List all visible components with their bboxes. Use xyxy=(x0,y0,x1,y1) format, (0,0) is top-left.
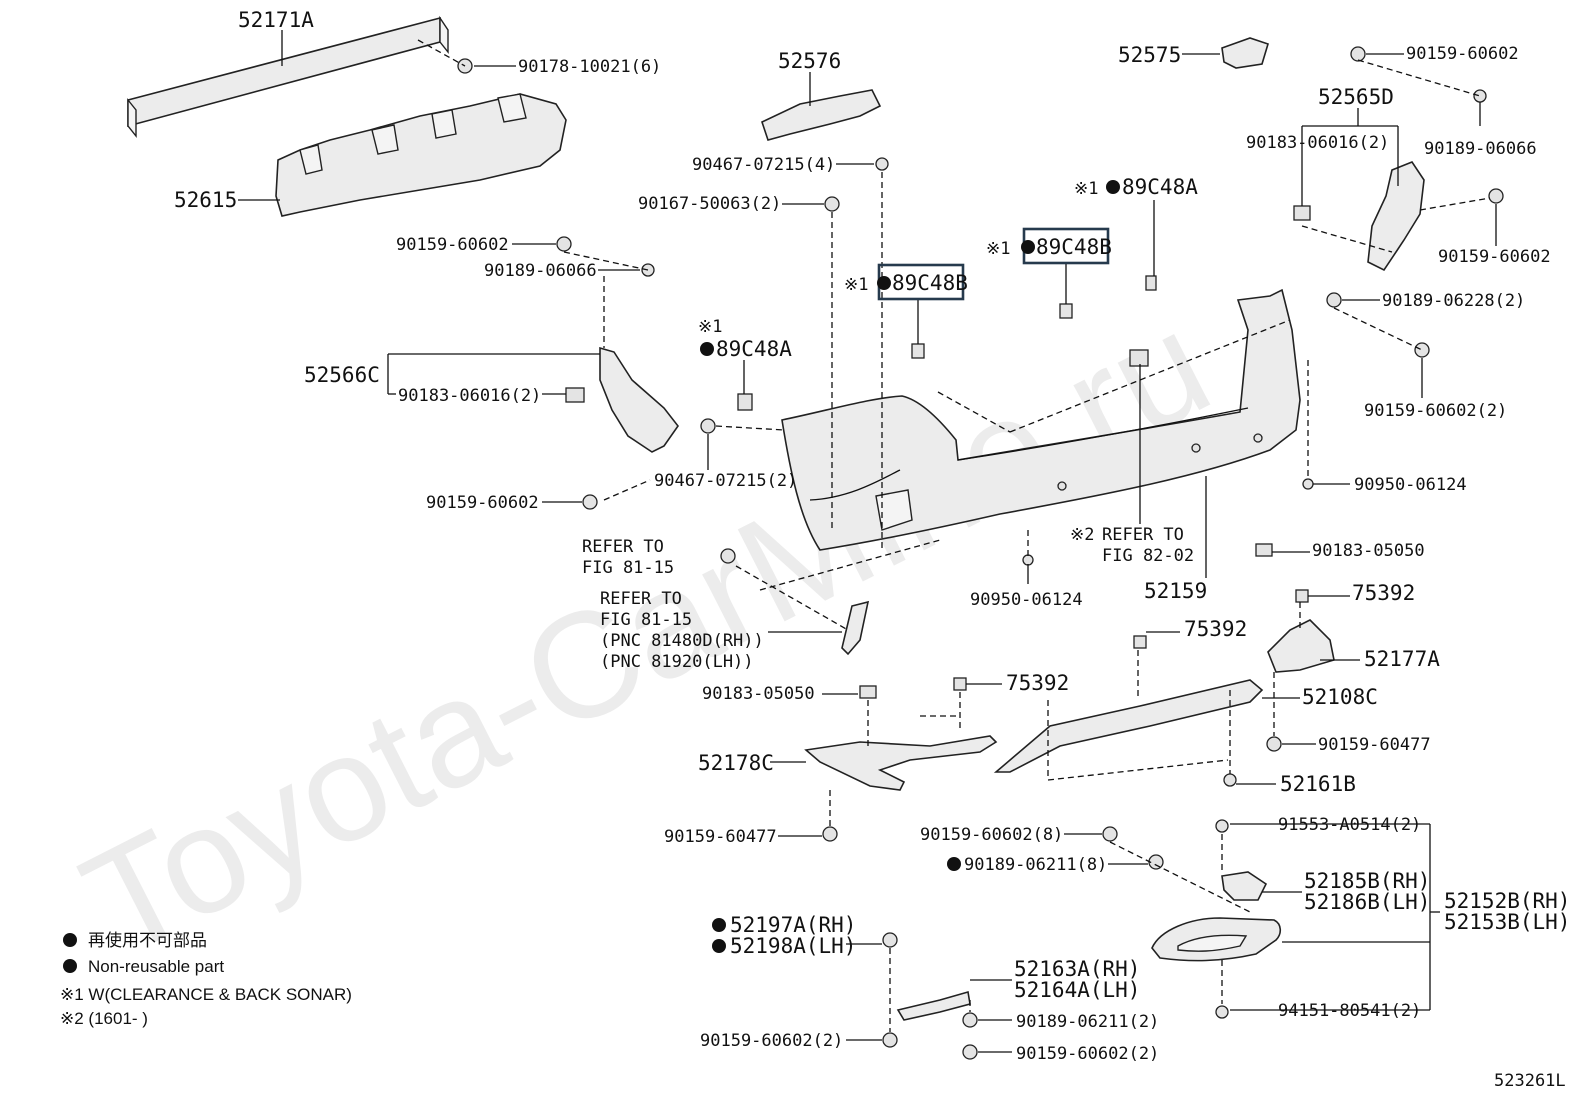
label-90159-60602-8: 90159-60602(8) xyxy=(920,825,1063,845)
lower-spoiler-part xyxy=(993,679,1264,773)
label-75392-left: 75392 xyxy=(1006,671,1069,695)
label-90189-06211-8: 90189-06211(8) xyxy=(964,855,1107,875)
label-90183-05050-right: 90183-05050 xyxy=(1312,541,1425,561)
label-52108c: 52108C xyxy=(1302,685,1378,709)
label-90189-06066-right: 90189-06066 xyxy=(1424,139,1537,159)
refer-fig-81-15-a-line2: FIG 81-15 xyxy=(582,558,674,578)
label-90159-60602-2-right: 90159-60602(2) xyxy=(1364,401,1507,421)
refer-fig-81-15-b-line1: REFER TO xyxy=(600,589,682,609)
label-75392-right: 75392 xyxy=(1352,581,1415,605)
left-lower-extension-part xyxy=(804,735,998,791)
label-52171a: 52171A xyxy=(238,8,314,32)
label-90183-06016-left: 90183-06016(2) xyxy=(398,386,541,406)
label-90467-07215-2: 90467-07215(2) xyxy=(654,471,797,491)
refer-fig-82-02-line1: REFER TO xyxy=(1102,525,1184,545)
label-90467-07215-4: 90467-07215(4) xyxy=(692,155,835,175)
legend-non-reusable-en: Non-reusable part xyxy=(88,957,224,976)
refer-fig-81-15-b-line2: FIG 81-15 xyxy=(600,610,692,630)
label-90950-06124-center: 90950-06124 xyxy=(970,590,1083,610)
legend: 再使用不可部品 Non-reusable part ※1 W(CLEARANCE… xyxy=(60,930,352,1028)
label-52152b: 52152B(RH) xyxy=(1444,889,1570,913)
mark-89c48b-left: ※1 xyxy=(844,275,868,295)
left-side-bracket-part xyxy=(599,346,679,453)
label-89c48b-right: 89C48B xyxy=(1036,235,1112,259)
refer-fig-82-02-mark: ※2 xyxy=(1070,525,1094,545)
refer-fig-81-15-a-line1: REFER TO xyxy=(582,537,664,557)
mark-89c48a-right: ※1 xyxy=(1074,179,1098,199)
label-52197a: 52197A(RH) xyxy=(730,913,856,937)
label-52566c: 52566C xyxy=(304,363,380,387)
diffuser-garnish-part xyxy=(1151,917,1282,962)
lower-bracket-part xyxy=(896,990,971,1021)
rear-bumper-cover-part xyxy=(781,288,1301,551)
label-52565d: 52565D xyxy=(1318,85,1394,109)
label-90189-06228: 90189-06228(2) xyxy=(1382,291,1525,311)
mark-89c48b-right: ※1 xyxy=(986,239,1010,259)
label-89c48b-left: 89C48B xyxy=(892,271,968,295)
label-90178-10021: 90178-10021(6) xyxy=(518,57,661,77)
upper-bracket-part xyxy=(761,89,882,141)
mark-89c48a-left: ※1 xyxy=(698,317,722,337)
label-89c48a-left: 89C48A xyxy=(716,337,792,361)
leader-lines xyxy=(238,30,1497,1053)
label-90159-60602-2-bottom-right: 90159-60602(2) xyxy=(1016,1044,1159,1064)
upper-right-bracket-part xyxy=(1221,37,1269,69)
label-90159-60602-top: 90159-60602 xyxy=(1406,44,1519,64)
label-90159-60602-lower-left: 90159-60602 xyxy=(426,493,539,513)
label-52178c: 52178C xyxy=(698,751,774,775)
absorber-part xyxy=(275,93,567,217)
label-89c48a-right: 89C48A xyxy=(1122,175,1198,199)
legend-note-1: ※1 W(CLEARANCE & BACK SONAR) xyxy=(60,985,352,1004)
dashed-guide-lines xyxy=(417,39,1491,1032)
label-94151-80541: 94151-80541(2) xyxy=(1278,1001,1421,1021)
label-91553-a0514: 91553-A0514(2) xyxy=(1278,815,1421,835)
reinforcement-bar-part xyxy=(127,15,449,138)
label-90183-06016-right: 90183-06016(2) xyxy=(1246,133,1389,153)
label-52159: 52159 xyxy=(1144,579,1207,603)
refer-fig-81-15-b-line3: (PNC 81480D(RH)) xyxy=(600,631,764,651)
label-90950-06124-right: 90950-06124 xyxy=(1354,475,1467,495)
fastener-icons xyxy=(457,46,1504,1060)
reflector-part xyxy=(841,600,870,656)
right-side-bracket-part xyxy=(1367,161,1425,272)
label-52198a: 52198A(LH) xyxy=(730,934,856,958)
figure-code: 523261L xyxy=(1494,1071,1566,1091)
label-90159-60602-right: 90159-60602 xyxy=(1438,247,1551,267)
legend-non-reusable-jp: 再使用不可部品 xyxy=(88,930,207,950)
label-90167-50063: 90167-50063(2) xyxy=(638,194,781,214)
label-52177a: 52177A xyxy=(1364,647,1440,671)
label-52153b: 52153B(LH) xyxy=(1444,910,1570,934)
right-lower-extension-part xyxy=(1267,619,1335,673)
refer-fig-81-15-b-line4: (PNC 81920(LH)) xyxy=(600,652,754,672)
label-52576: 52576 xyxy=(778,49,841,73)
label-52185b: 52185B(RH) xyxy=(1304,869,1430,893)
non-reusable-dot-icons xyxy=(63,180,1120,973)
label-52575: 52575 xyxy=(1118,43,1181,67)
label-90159-60477-right: 90159-60477 xyxy=(1318,735,1431,755)
refer-fig-82-02-line2: FIG 82-02 xyxy=(1102,546,1194,566)
part-labels: 52171A 90178-10021(6) 52615 52576 90467-… xyxy=(174,8,1570,1064)
label-90159-60602-left: 90159-60602 xyxy=(396,235,509,255)
label-90183-05050-left: 90183-05050 xyxy=(702,684,815,704)
diffuser-bracket-part xyxy=(1221,871,1268,901)
legend-note-2: ※2 (1601- ) xyxy=(60,1009,148,1028)
label-52163a: 52163A(RH) xyxy=(1014,957,1140,981)
label-52186b: 52186B(LH) xyxy=(1304,890,1430,914)
label-75392-center: 75392 xyxy=(1184,617,1247,641)
label-52615: 52615 xyxy=(174,188,237,212)
label-52161b: 52161B xyxy=(1280,772,1356,796)
label-52164a: 52164A(LH) xyxy=(1014,978,1140,1002)
label-90189-06211-2: 90189-06211(2) xyxy=(1016,1012,1159,1032)
label-90159-60602-2-bottom-left: 90159-60602(2) xyxy=(700,1031,843,1051)
label-90189-06066-left: 90189-06066 xyxy=(484,261,597,281)
label-90159-60477-left: 90159-60477 xyxy=(664,827,777,847)
